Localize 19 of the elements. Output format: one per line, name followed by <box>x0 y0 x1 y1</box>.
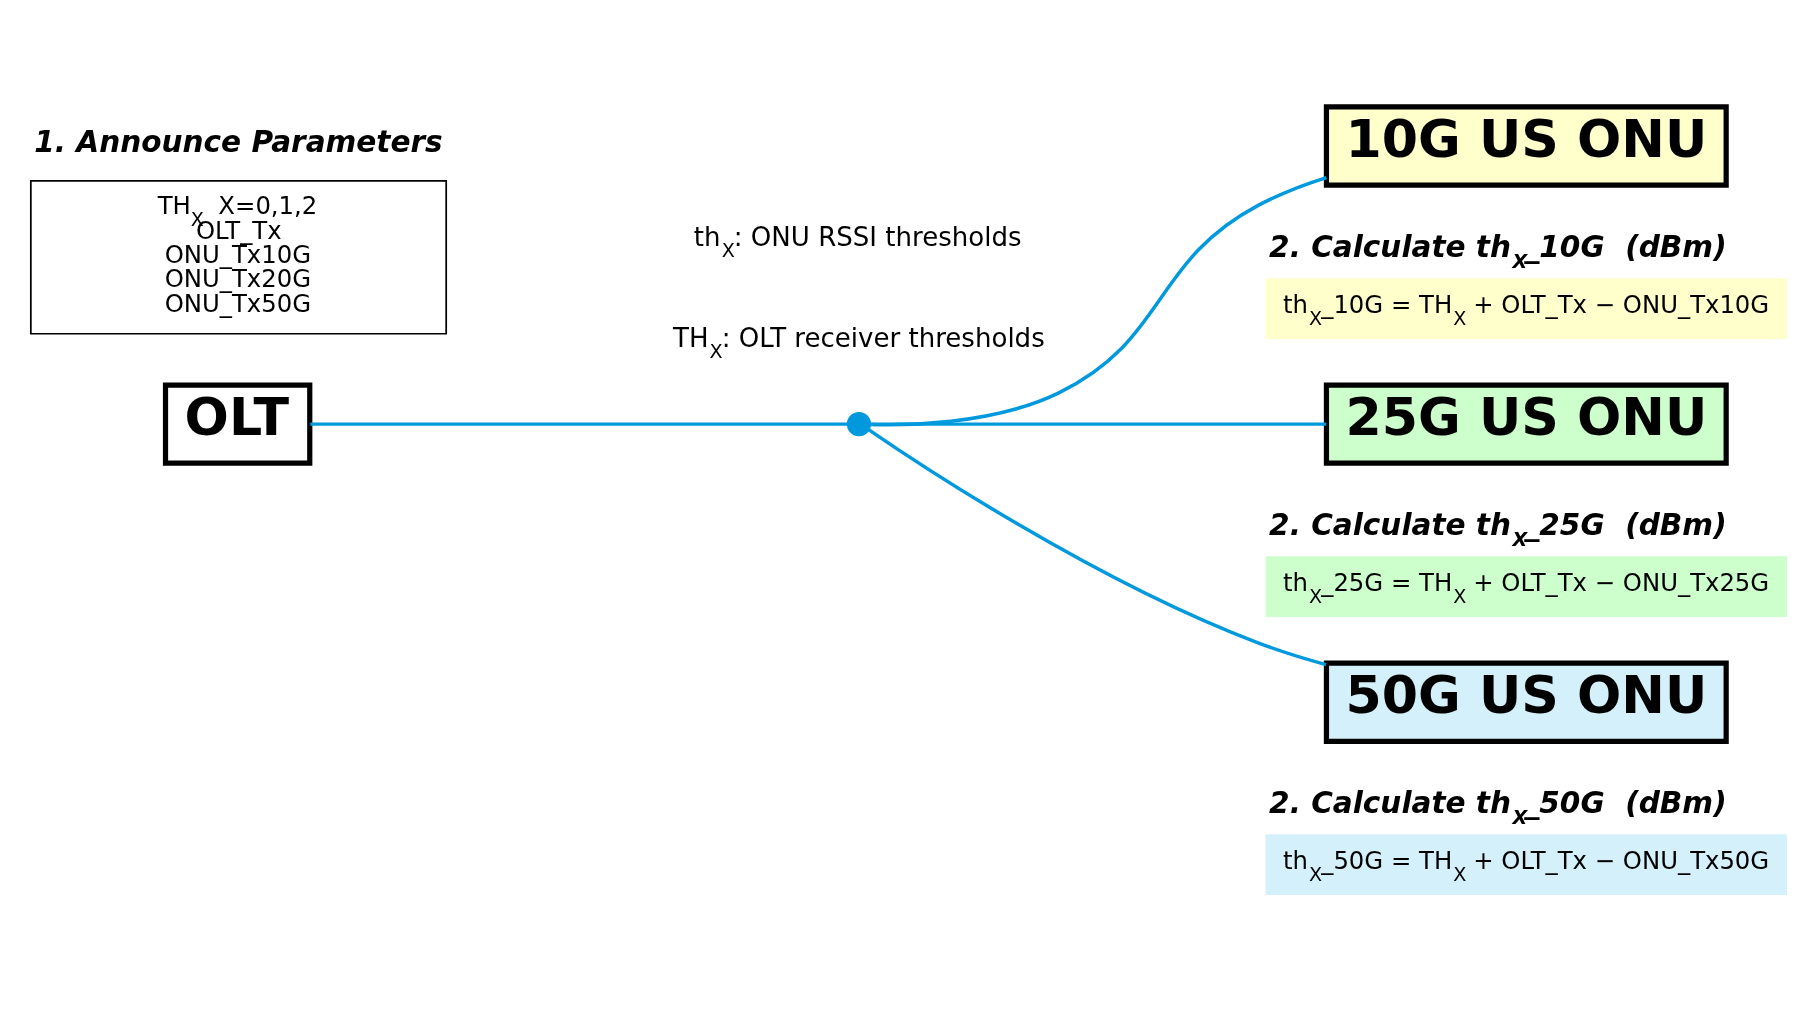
label: TH$_{X}$: OLT receiver thresholds <box>672 322 1045 364</box>
node-label: 2. Calculate th$_{X}$_50G (dBm) <box>1269 785 1727 830</box>
connector <box>870 422 1327 426</box>
node-box: 10G US ONU <box>1323 104 1729 188</box>
node-box: th$_{X}$_25G = TH$_{X}$ + OLT_Tx − ONU_Tx25G <box>1265 556 1787 618</box>
node-box: 25G US ONU <box>1323 382 1729 466</box>
node-label: 2. Calculate th$_{X}$_10G (dBm) <box>1269 229 1727 274</box>
node-box: 50G US ONU <box>1323 660 1729 744</box>
connector <box>867 428 1327 667</box>
node-label: 2. Calculate th$_{X}$_25G (dBm) <box>1269 507 1727 552</box>
node-box: th$_{X}$_10G = TH$_{X}$ + OLT_Tx − ONU_Tx10G <box>1265 278 1787 339</box>
node-label: 1. Announce Parameters <box>34 125 443 160</box>
node-box: OLT <box>162 382 313 466</box>
connector <box>310 422 848 426</box>
node-box: th$_{X}$_50G = TH$_{X}$ + OLT_Tx − ONU_Tx50G <box>1265 834 1787 896</box>
label: th$_{X}$: ONU RSSI thresholds <box>693 221 1022 263</box>
node-circle <box>846 411 872 437</box>
connector <box>870 175 1327 427</box>
node-box: TH$_{X}$ X=0,1,2 OLT_Tx ONU_Tx10G ONU_Tx20G ONU_Tx50G <box>29 179 448 335</box>
